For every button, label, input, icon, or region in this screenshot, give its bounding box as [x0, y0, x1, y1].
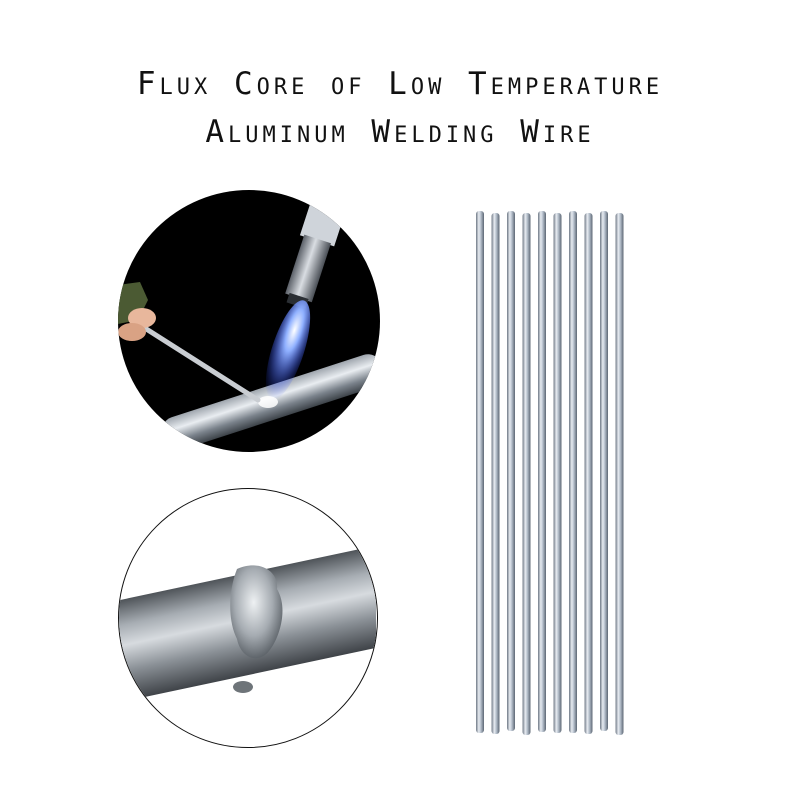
aluminum-rod: [600, 211, 608, 731]
title-line-2: Aluminum Welding Wire: [205, 114, 595, 150]
weld-drip: [233, 681, 253, 693]
torch-welding-image: [118, 190, 380, 452]
weld-glow: [258, 396, 278, 408]
flame: [265, 300, 311, 400]
aluminum-rod: [522, 213, 531, 735]
welded-joint-illustration: [119, 543, 376, 704]
torch-welding-illustration: [118, 197, 380, 451]
aluminum-rod: [553, 213, 562, 733]
aluminum-rod: [584, 213, 593, 734]
aluminum-rod: [476, 211, 484, 733]
title-line-1: Flux Core of Low Temperature: [136, 66, 664, 102]
aluminum-rod: [491, 213, 500, 734]
welded-joint-closeup-image: [118, 488, 378, 748]
aluminum-rods: [476, 211, 624, 735]
weld-bead: [230, 565, 283, 659]
torch-nozzle: [285, 197, 347, 309]
aluminum-rod: [615, 213, 624, 735]
aluminum-rod: [538, 211, 546, 732]
aluminum-rod: [569, 211, 577, 733]
hand: [118, 282, 156, 341]
welding-wire: [137, 322, 261, 403]
aluminum-rod: [507, 211, 515, 731]
